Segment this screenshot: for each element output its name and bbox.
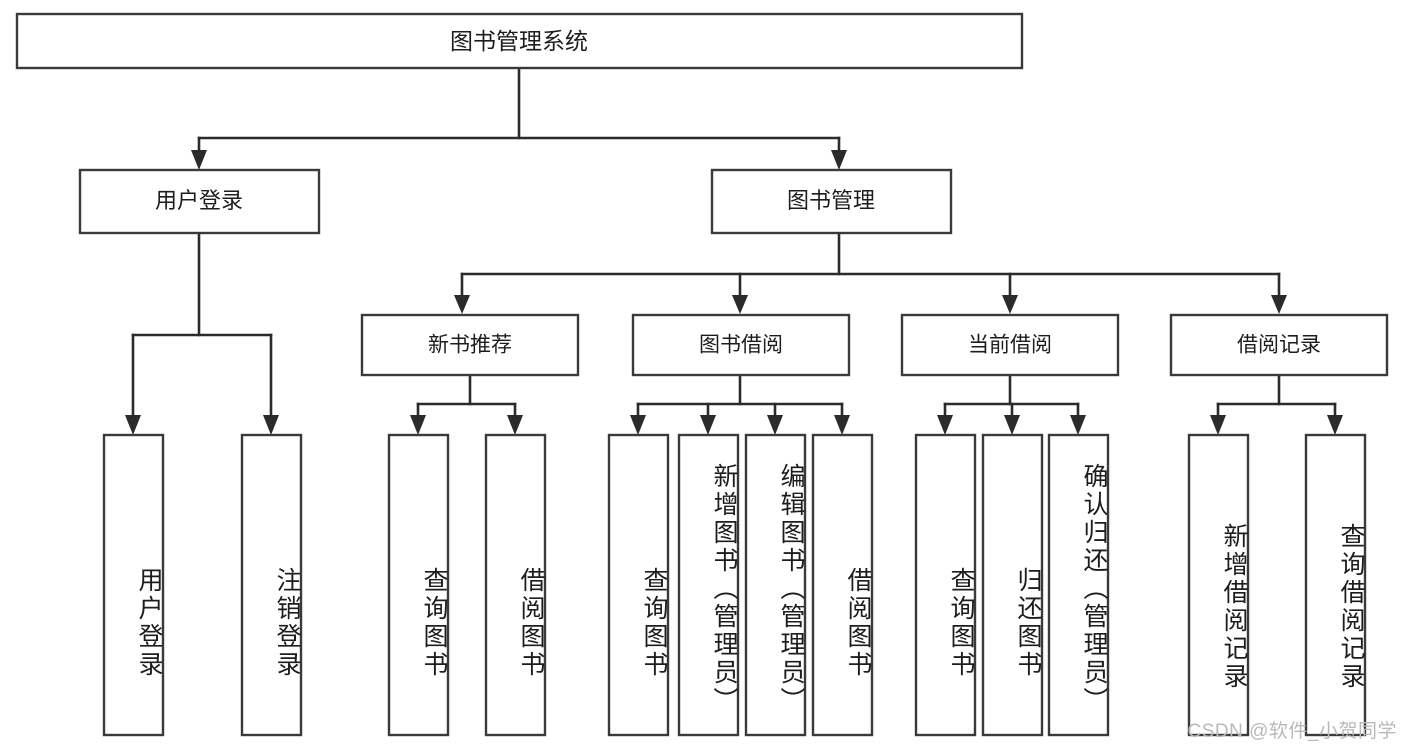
node-leaf-borrow-book-2-box[interactable] — [811, 433, 874, 737]
node-book-manage-label: 图书管理 — [787, 188, 875, 213]
node-leaf-query-record-box[interactable] — [1304, 433, 1367, 737]
node-leaf-query-book-3-box[interactable] — [914, 433, 977, 737]
arrowhead-book-borrow — [732, 295, 748, 314]
arrowhead-leaf-2 — [263, 415, 279, 435]
arrowhead-current-borrow — [1002, 295, 1018, 314]
node-user-login-label: 用户登录 — [155, 188, 243, 213]
arrowhead-leaf-11 — [1070, 415, 1086, 435]
node-book-borrow-box[interactable] — [631, 313, 851, 377]
node-new-book-recommend-label: 新书推荐 — [428, 334, 512, 357]
node-borrow-record-box[interactable] — [1169, 313, 1389, 377]
arrowhead-leaf-12 — [1210, 415, 1226, 435]
arrowhead-leaf-4 — [507, 415, 523, 435]
arrowhead-leaf-13 — [1327, 415, 1343, 435]
arrowhead-new-book-recommend — [454, 295, 470, 314]
node-book-borrow-label: 图书借阅 — [699, 334, 783, 357]
node-root-box[interactable] — [15, 12, 1024, 70]
node-user-login-box[interactable] — [78, 168, 321, 235]
node-leaf-add-record-box[interactable] — [1187, 433, 1250, 737]
arrowhead-leaf-9 — [937, 415, 953, 435]
watermark-text: CSDN @软件_小贺同学 — [1187, 721, 1397, 742]
node-new-book-recommend-box[interactable] — [360, 313, 580, 377]
node-leaf-query-book-2-box[interactable] — [607, 433, 670, 737]
node-leaf-user-login-box[interactable] — [102, 433, 165, 737]
arrowhead-leaf-8 — [834, 415, 850, 435]
node-leaf-return-book-box[interactable] — [981, 433, 1044, 737]
connector-layer — [131, 66, 1337, 419]
node-borrow-record-label: 借阅记录 — [1237, 334, 1321, 357]
arrowhead-leaf-1 — [125, 415, 141, 435]
arrowhead-leaf-5 — [630, 415, 646, 435]
arrowhead-leaf-3 — [410, 415, 426, 435]
node-book-manage-box[interactable] — [710, 168, 953, 235]
node-root-label: 图书管理系统 — [450, 28, 588, 54]
node-layer: 图书管理系统 用户登录 图书管理 新书推荐 图书借阅 当前借阅 借阅记录 — [15, 12, 1389, 737]
node-leaf-borrow-book-1-box[interactable] — [484, 433, 547, 737]
node-current-borrow-label: 当前借阅 — [968, 334, 1052, 357]
node-leaf-edit-book-box[interactable] — [744, 433, 807, 737]
arrowhead-book-manage — [831, 150, 847, 170]
node-leaf-add-book-box[interactable] — [677, 433, 740, 737]
arrowhead-leaf-6 — [700, 415, 716, 435]
node-leaf-user-logout-box[interactable] — [240, 433, 303, 737]
node-leaf-query-book-1-box[interactable] — [387, 433, 450, 737]
node-current-borrow-box[interactable] — [900, 313, 1120, 377]
arrowhead-user-login — [191, 150, 207, 170]
arrowhead-leaf-7 — [767, 415, 783, 435]
arrowhead-layer — [125, 150, 1343, 435]
node-leaf-confirm-return-box[interactable] — [1047, 433, 1110, 737]
arrowhead-borrow-record — [1271, 295, 1287, 314]
arrowhead-leaf-10 — [1004, 415, 1020, 435]
